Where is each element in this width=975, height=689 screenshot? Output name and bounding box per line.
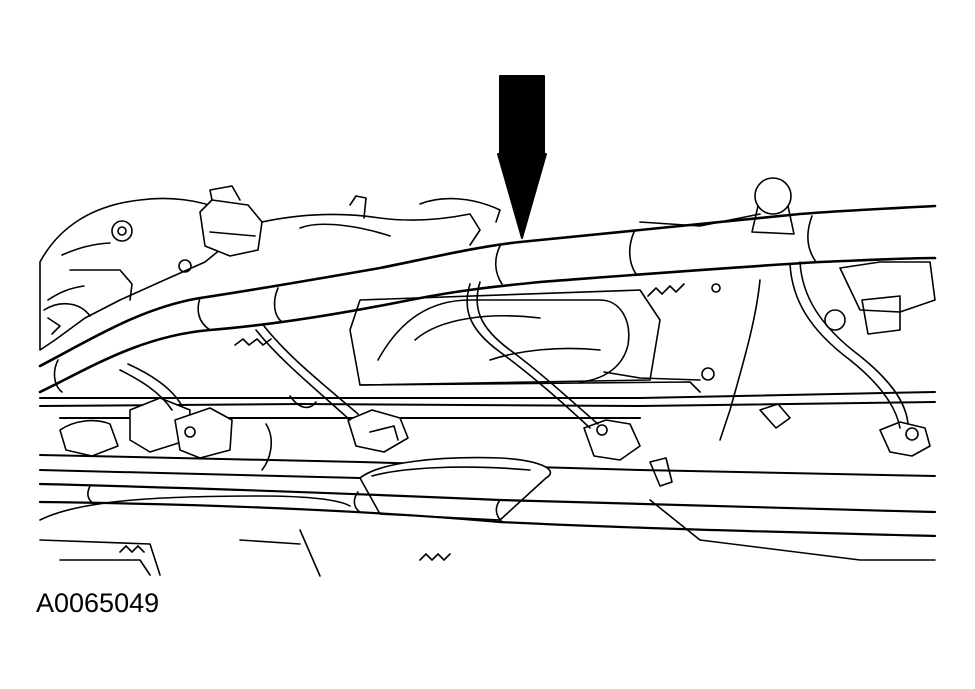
harness-branch-leads	[119, 261, 909, 471]
engine-background-linework	[39, 177, 936, 351]
figure-id-label: A0065049	[36, 588, 160, 618]
injector-connectors	[43, 303, 931, 487]
wiring-harness-lower-tube	[38, 482, 937, 538]
lower-engine-linework	[39, 456, 936, 577]
wiring-harness-main-tube	[38, 204, 937, 394]
callout-arrow	[497, 75, 547, 239]
intake-manifold-linework	[234, 283, 721, 393]
